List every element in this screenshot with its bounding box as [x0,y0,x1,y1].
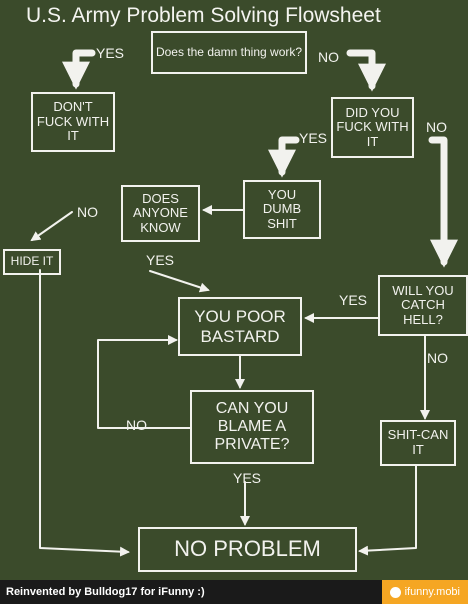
node-hide-it: HIDE IT [3,249,61,275]
node-does-anyone-know: DOES ANYONE KNOW [121,185,200,242]
node-does-it-work: Does the damn thing work? [151,31,307,74]
footer-credit: Reinvented by Bulldog17 for iFunny :) [6,586,205,598]
node-will-you-catch-hell: WILL YOU CATCH HELL? [378,275,468,336]
arrow-fuck-no [428,136,458,268]
ifunny-logo-icon [389,586,401,598]
node-no-problem: NO PROBLEM [138,527,357,572]
brand-link: ifunny.mobi [404,586,460,598]
label-know-no: NO [77,204,98,220]
node-can-you-blame-a-private: CAN YOU BLAME A PRIVATE? [190,390,314,464]
brand-badge[interactable]: ifunny.mobi [381,580,468,604]
footer-bar: Reinvented by Bulldog17 for iFunny :) if… [0,580,468,604]
arrow-work-no [346,49,386,92]
connector-layer [30,49,458,557]
label-hell-yes: YES [339,292,368,308]
chart-title: U.S. Army Problem Solving Flowsheet [26,4,381,27]
node-dont-fuck-with-it: DON'T FUCK WITH IT [31,92,115,152]
label-work-no: NO [318,49,339,65]
arrow-hide-to-noproblem [39,269,130,557]
node-did-you-fuck-with-it: DID YOU FUCK WITH IT [331,97,414,158]
node-you-dumb-shit: YOU DUMB SHIT [243,180,321,239]
arrow-know-no [30,211,73,242]
label-know-yes: YES [146,252,175,268]
label-private-yes: YES [233,470,262,486]
arrow-fuck-yes [268,136,300,178]
arrow-work-yes [62,49,96,90]
label-fuck-yes: YES [299,130,328,146]
label-private-no: NO [126,417,147,433]
arrow-know-yes [149,270,210,293]
arrow-shitcan-to-noproblem [358,465,417,556]
arrow-private-no [97,335,191,429]
flowchart-board: U.S. Army Problem Solving Flowsheet Does… [3,4,468,572]
node-you-poor-bastard: YOU POOR BASTARD [178,297,302,356]
label-work-yes: YES [96,45,125,61]
label-fuck-no: NO [426,119,447,135]
node-shit-can-it: SHIT-CAN IT [380,420,456,466]
label-hell-no: NO [427,350,448,366]
